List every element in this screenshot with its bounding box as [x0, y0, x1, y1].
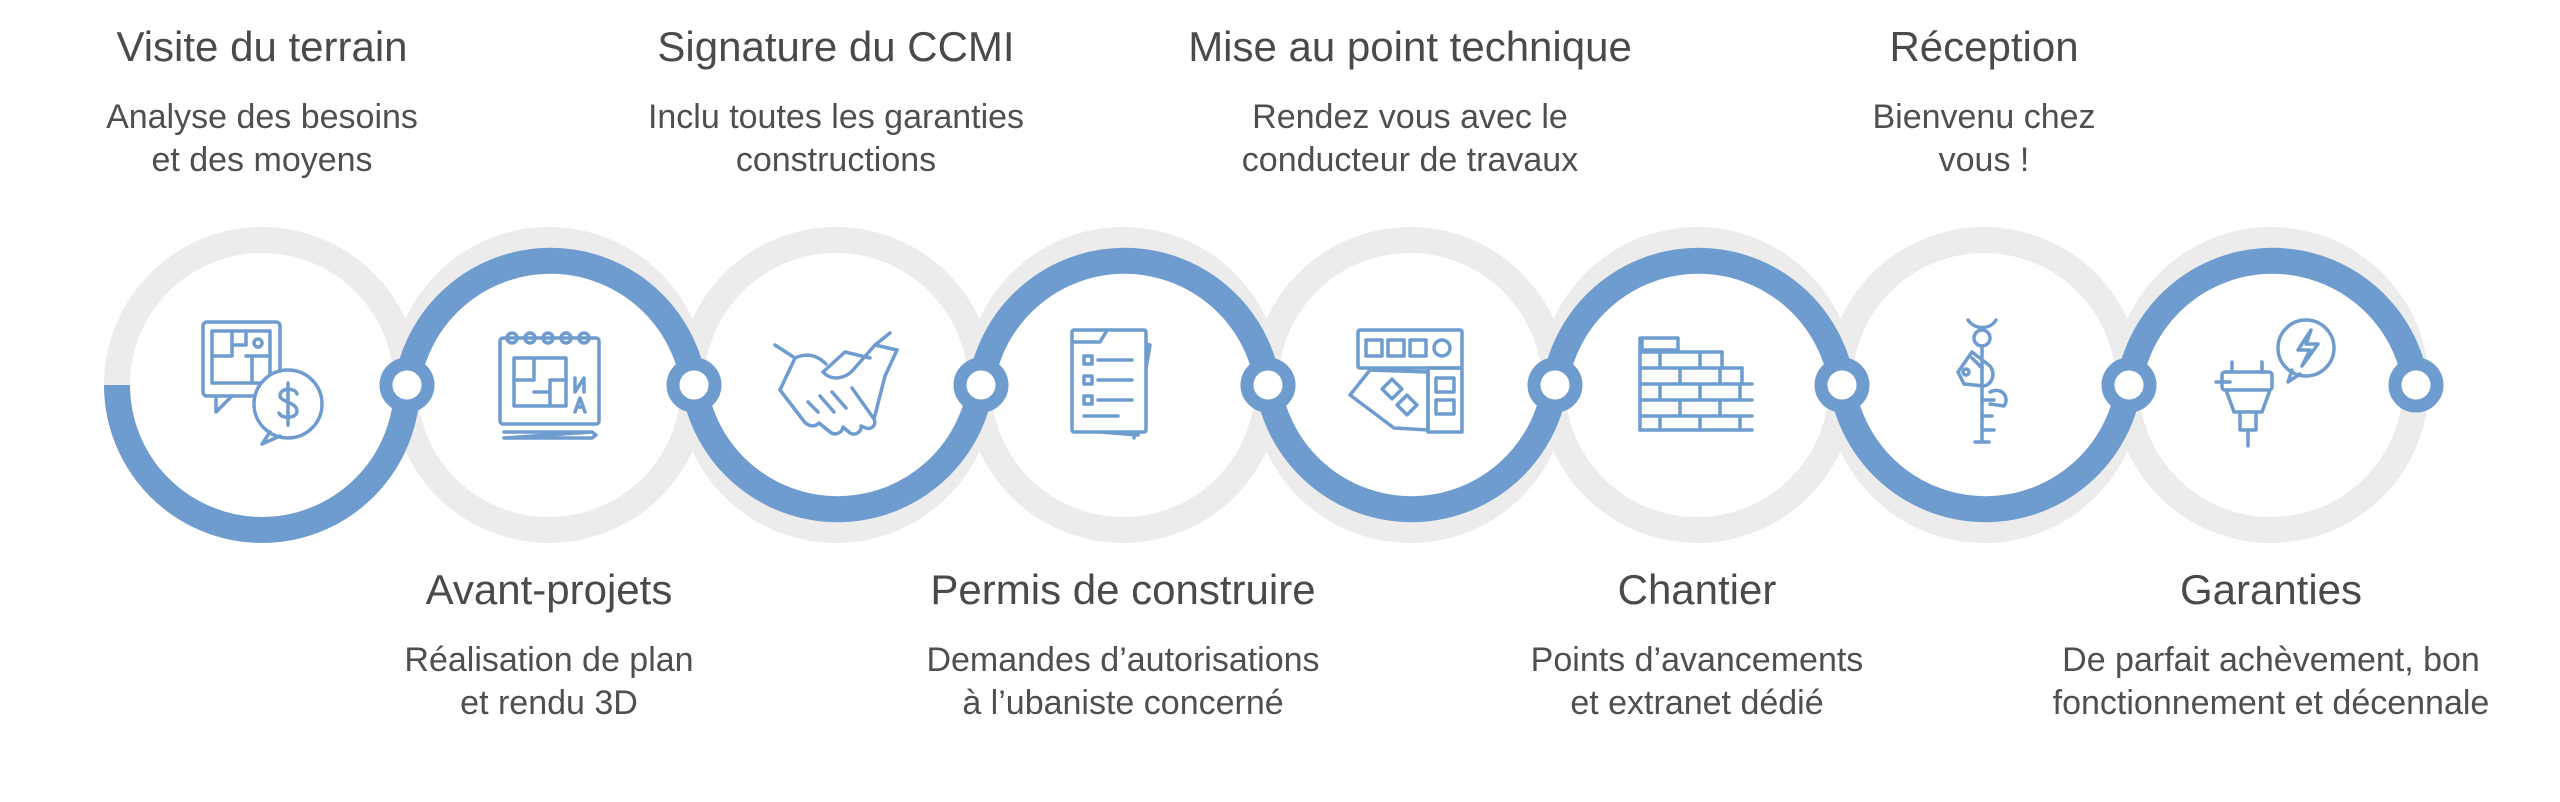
connector-dot-8: [2388, 357, 2444, 413]
step-desc-line2: et des moyens: [151, 141, 373, 179]
connector-dot-7: [2101, 357, 2157, 413]
connector-dot-2: [666, 357, 722, 413]
step-5: Mise au point technique Rendez vous avec…: [1170, 22, 1650, 182]
step-4: Permis de construire Demandes d’autorisa…: [883, 565, 1363, 725]
step-title: Visite du terrain: [116, 23, 408, 70]
step-1: Visite du terrain Analyse des besoins et…: [22, 22, 502, 182]
blueprint-notebook-icon: [498, 331, 601, 440]
connector-dot-1: [379, 357, 435, 413]
step-desc-line2: fonctionnement et décennale: [2052, 684, 2490, 722]
step-desc-line2: constructions: [735, 141, 937, 179]
plug-energy-icon: [2214, 318, 2336, 448]
step-3: Signature du CCMI Inclu toutes les garan…: [596, 22, 1076, 182]
step-title: Mise au point technique: [1188, 23, 1632, 70]
step-desc-line2: et rendu 3D: [460, 684, 638, 722]
connector-dot-6: [1814, 357, 1870, 413]
step-desc-line2: et extranet dédié: [1570, 684, 1824, 722]
connector-dot-4: [1240, 357, 1296, 413]
step-desc-line1: Rendez vous avec le: [1252, 98, 1568, 136]
plan-dollar-icon: [201, 320, 324, 446]
step-title: Avant-projets: [425, 566, 673, 613]
step-title: Réception: [1889, 23, 2079, 70]
connector-dot-3: [953, 357, 1009, 413]
step-title: Garanties: [2179, 566, 2363, 613]
step-8: Garanties De parfait achèvement, bon fon…: [2031, 565, 2511, 725]
step-7: Réception Bienvenu chez vous !: [1744, 22, 2224, 182]
step-desc-line1: Demandes d’autorisations: [926, 641, 1320, 679]
step-desc-line1: Réalisation de plan: [404, 641, 694, 679]
step-title: Signature du CCMI: [657, 23, 1015, 70]
step-desc-line1: De parfait achèvement, bon: [2062, 641, 2480, 679]
color-swatch-icon: [1348, 328, 1464, 434]
step-desc-line2: vous !: [1938, 141, 2030, 179]
handshake-icon: [773, 331, 899, 436]
step-title: Chantier: [1617, 566, 1777, 613]
step-2: Avant-projets Réalisation de plan et ren…: [309, 565, 789, 725]
connector-dot-5: [1527, 357, 1583, 413]
step-desc-line2: conducteur de travaux: [1241, 141, 1579, 179]
step-desc-line2: à l’ubaniste concerné: [962, 684, 1284, 722]
step-desc-line1: Bienvenu chez: [1872, 98, 2096, 136]
key-ribbon-icon: [1956, 318, 2008, 444]
step-title: Permis de construire: [930, 566, 1316, 613]
step-6: Chantier Points d’avancements et extrane…: [1457, 565, 1937, 725]
brick-wall-icon: [1638, 336, 1754, 432]
documents-checklist-icon: [1070, 328, 1152, 440]
step-desc-line1: Points d’avancements: [1530, 641, 1864, 679]
step-desc-line1: Inclu toutes les garanties: [647, 98, 1025, 136]
step-desc-line1: Analyse des besoins: [106, 98, 418, 136]
